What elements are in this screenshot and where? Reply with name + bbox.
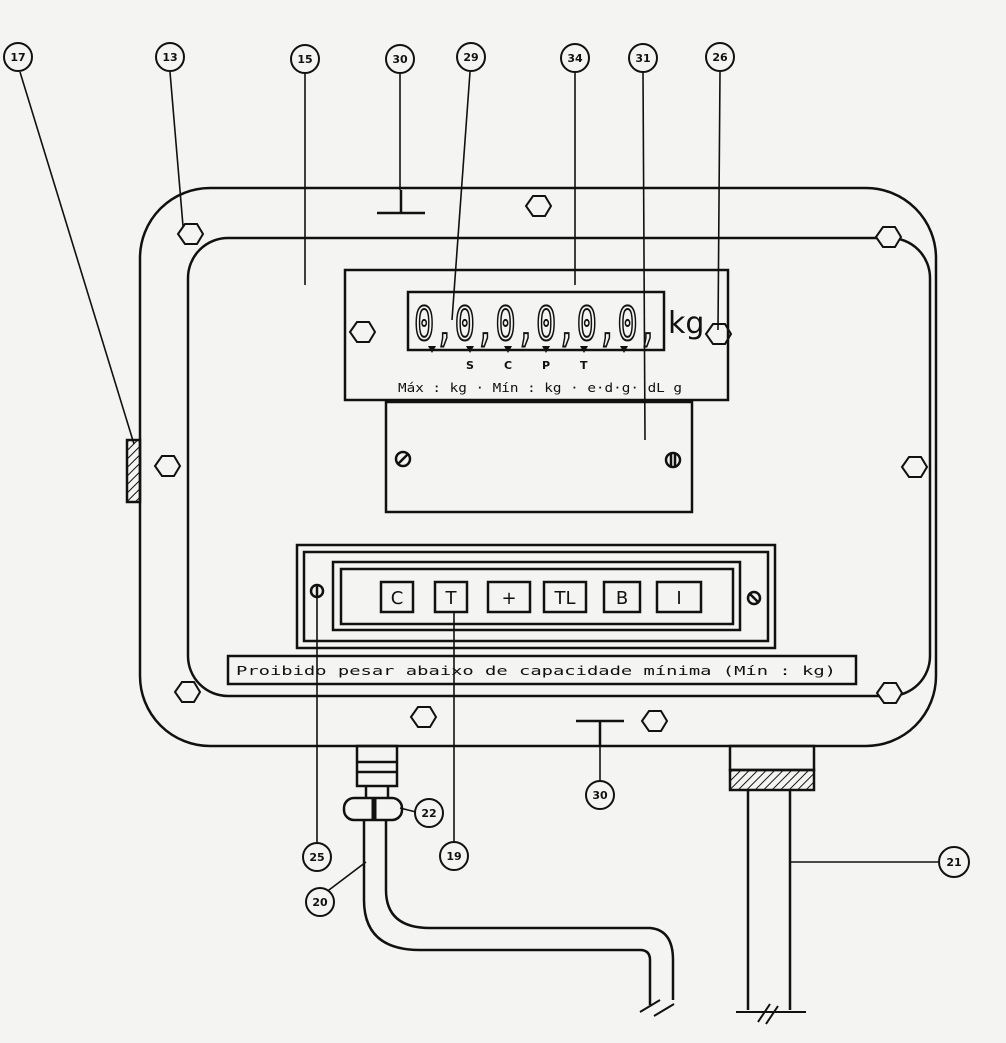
triangle-icon: [620, 346, 628, 353]
notice-text: Proibido pesar abaixo de capacidade míni…: [236, 664, 836, 678]
outer-housing: [138, 186, 938, 748]
indicator-p: P: [542, 359, 550, 372]
indicator-s: S: [466, 359, 474, 372]
svg-text:17: 17: [10, 51, 25, 64]
bolt-icon: [875, 682, 904, 704]
triangle-icon: [504, 346, 512, 353]
screw-icon: [746, 590, 762, 606]
triangle-icon: [428, 346, 436, 353]
bolt-icon: [173, 681, 202, 703]
keypad-frame-outer: [295, 543, 777, 650]
key-plus-button[interactable]: +: [486, 580, 532, 614]
callout-13: 13: [155, 42, 185, 72]
svg-text:30: 30: [392, 53, 408, 66]
svg-text:I: I: [676, 588, 681, 609]
svg-text:21: 21: [946, 856, 961, 869]
callout-17: 17: [3, 42, 33, 72]
indicator-c: C: [504, 359, 512, 372]
leader-lines: [19, 71, 939, 894]
svg-text:30: 30: [592, 789, 608, 802]
bolt-icon: [176, 223, 205, 245]
svg-text:19: 19: [446, 850, 461, 863]
hex-bolts: [153, 195, 929, 732]
key-b-button[interactable]: B: [602, 580, 642, 614]
display-digits-frame: [406, 290, 666, 352]
callout-34: 34: [560, 43, 590, 73]
callout-19: 19: [439, 841, 469, 871]
keypad-frame-core: [339, 567, 735, 626]
key-tl-button[interactable]: TL: [542, 580, 588, 614]
callout-22: 22: [414, 798, 444, 828]
key-i-button[interactable]: I: [655, 580, 703, 614]
indicator-triangles: [428, 346, 628, 353]
bolt-icon: [409, 706, 438, 728]
front-panel: [186, 236, 932, 698]
callout-30-top: 30: [385, 44, 415, 74]
bolt-icon: [874, 226, 903, 248]
svg-text:T: T: [445, 588, 458, 609]
bolt-icon: [640, 710, 669, 732]
svg-text:TL: TL: [553, 588, 575, 609]
svg-text:B: B: [616, 588, 628, 609]
svg-text:29: 29: [463, 51, 478, 64]
bolt-icon: [900, 456, 929, 478]
keypad-frame-inner: [331, 560, 742, 632]
svg-text:31: 31: [635, 52, 650, 65]
triangle-icon: [466, 346, 474, 353]
key-t-button[interactable]: T: [433, 580, 469, 614]
callout-31: 31: [628, 43, 658, 73]
triangle-icon: [580, 346, 588, 353]
callout-30-bottom: 30: [585, 780, 615, 810]
cable-20: [362, 820, 675, 1017]
callout-15: 15: [290, 44, 320, 74]
screw-icon: [664, 451, 682, 469]
bolt-icon: [153, 455, 182, 477]
cable-gland-right: [728, 744, 816, 1025]
svg-text:26: 26: [712, 51, 728, 64]
notice-strip: [226, 654, 858, 686]
callout-21: 21: [938, 846, 970, 878]
key-c-button[interactable]: C: [379, 580, 415, 614]
capacity-info-line: Máx : kg · Mín : kg · e·d·g· dL g: [398, 381, 682, 395]
display-digits: 0,0,0,0,0,0,: [414, 297, 658, 351]
svg-text:15: 15: [297, 53, 312, 66]
side-bracket: [125, 438, 142, 504]
callout-25: 25: [302, 842, 332, 872]
svg-text:20: 20: [312, 896, 328, 909]
keypad-frame-middle: [302, 550, 770, 643]
triangle-icon: [542, 346, 550, 353]
screw-icon: [394, 450, 412, 468]
svg-text:+: +: [501, 588, 516, 609]
bolt-icon: [704, 323, 733, 345]
bolt-icon: [524, 195, 553, 217]
svg-text:13: 13: [162, 51, 177, 64]
svg-text:25: 25: [309, 851, 324, 864]
svg-text:22: 22: [421, 807, 436, 820]
unit-label: kg: [668, 306, 704, 341]
callout-26: 26: [705, 42, 735, 72]
svg-text:C: C: [391, 588, 404, 609]
cable-gland-left: [342, 744, 404, 822]
seal-marks: [377, 190, 624, 746]
indicator-t: T: [580, 359, 588, 372]
bolt-icon: [348, 321, 377, 343]
svg-text:34: 34: [567, 52, 583, 65]
callout-20: 20: [305, 887, 335, 917]
callout-29: 29: [456, 42, 486, 72]
display-window: [343, 268, 730, 402]
cover-plate: [384, 400, 694, 514]
